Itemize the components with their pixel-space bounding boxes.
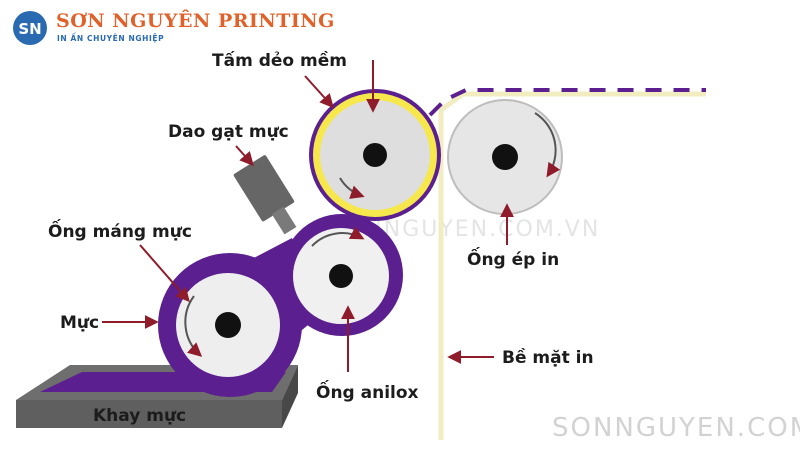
substrate-ink-dashes [428, 88, 706, 117]
ink-tray-side [282, 365, 298, 428]
substrate-line [438, 91, 706, 440]
impression-cylinder-axle [492, 144, 518, 170]
substrate-path [428, 88, 706, 440]
impression-rotation-icon [534, 112, 561, 178]
logo-tagline: IN ẤN CHUYÊN NGHIỆP [57, 33, 164, 43]
logo-badge-icon [13, 11, 47, 45]
label-doctor-blade: Dao gạt mực [168, 122, 289, 142]
logo-brand-name: SƠN NGUYÊN PRINTING [56, 9, 335, 32]
doctor-blade-holder [233, 155, 295, 222]
doctor-blade [233, 155, 297, 235]
fountain-roller-axle [215, 312, 241, 338]
label-ink: Mực [60, 313, 99, 333]
fountain-rotation-icon [184, 295, 203, 357]
callout-arrows [102, 60, 514, 372]
fountain-roller-pointer-arrow [139, 244, 190, 303]
anilox-rotation-icon [311, 226, 365, 247]
corner-watermark: SONNGUYEN.COM.VN [552, 413, 800, 443]
plate-cylinder-axle [363, 143, 387, 167]
plate-edge-pointer-arrow [304, 75, 334, 109]
brand-logo: SN SƠN NGUYÊN PRINTING IN ẤN CHUYÊN NGHI… [13, 9, 335, 45]
label-fountain-roller: Ống máng mực [48, 218, 192, 242]
impression-cylinder [447, 99, 563, 215]
label-plate: Tấm dẻo mềm [212, 50, 347, 71]
label-anilox: Ống anilox [316, 379, 419, 403]
anilox-roller-axle [329, 264, 353, 288]
doctor-blade-tip [271, 206, 297, 235]
label-impression-cylinder: Ống ép in [467, 246, 559, 270]
logo-badge-text: SN [18, 20, 41, 38]
plate-rotation-icon [339, 177, 365, 199]
plate-cylinder [309, 89, 441, 221]
label-substrate: Bề mặt in [502, 347, 594, 368]
doctor-blade-pointer-arrow [235, 145, 254, 167]
fountain-roller [176, 273, 280, 377]
label-ink-tray: Khay mực [93, 406, 186, 426]
anilox-roller [293, 226, 389, 324]
ink-tray-front [16, 400, 282, 428]
